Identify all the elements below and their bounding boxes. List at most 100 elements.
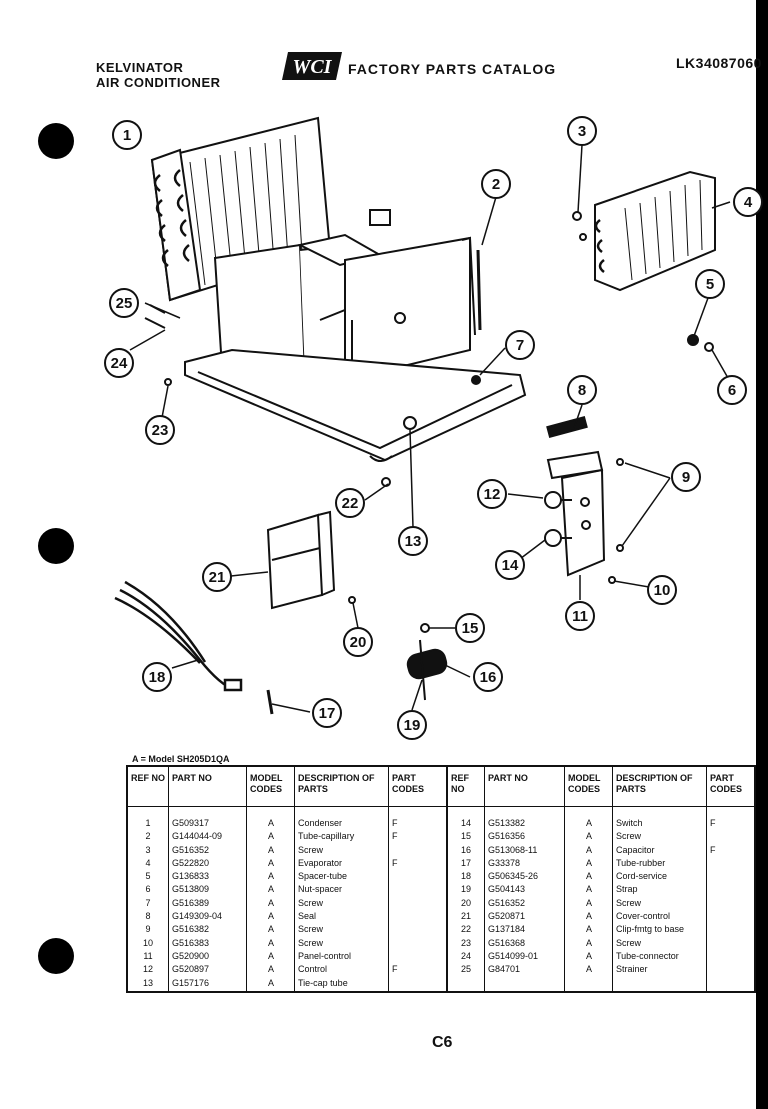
table-cell: Tube-capillary — [298, 831, 355, 842]
table-cell: G516356 — [488, 831, 526, 842]
table-cell: Clip-fmtg to base — [616, 924, 685, 935]
logo-text: WCI — [293, 56, 333, 78]
table-cell: 12 — [142, 964, 153, 975]
description-header: DESCRIPTION OF PARTS — [613, 767, 707, 807]
table-cell: Screw — [298, 924, 324, 935]
table-cell: A — [585, 831, 592, 842]
table-cell: G516382 — [172, 924, 210, 935]
table-cell: Screw — [616, 831, 642, 842]
table-cell: A — [267, 884, 274, 895]
table-cell — [392, 923, 444, 936]
description-header: DESCRIPTION OF PARTS — [295, 767, 389, 807]
table-cell: Screw — [298, 897, 324, 908]
callout-label: 14 — [502, 557, 519, 574]
table-cell — [710, 923, 752, 936]
table-cell: G509317 — [172, 818, 210, 828]
callout-label: 15 — [462, 620, 479, 637]
capacitor-drawing — [406, 639, 448, 701]
table-cell — [710, 937, 752, 950]
callout-label: 3 — [578, 123, 586, 140]
table-cell: F — [392, 831, 398, 842]
service-cord-drawing — [114, 580, 243, 692]
table-cell: Tube-connector — [616, 950, 679, 961]
control-panel-drawing — [544, 416, 606, 577]
callout-label: 12 — [484, 486, 501, 503]
ref-header: REF NO — [128, 767, 168, 807]
table-cell: 16 — [460, 844, 471, 855]
brand-block: KELVINATOR AIR CONDITIONER — [96, 60, 221, 90]
table-cell: A — [267, 950, 274, 961]
model-note: A = Model SH205D1QA — [132, 754, 230, 764]
table-cell: 18 — [460, 871, 471, 882]
table-cell — [392, 883, 444, 896]
table-cell: A — [267, 871, 274, 882]
table-cell: G516352 — [172, 844, 210, 855]
catalog-title: FACTORY PARTS CATALOG — [348, 61, 557, 77]
callout-label: 22 — [342, 495, 359, 512]
table-cell: A — [267, 977, 274, 988]
table-cell: 15 — [460, 831, 471, 842]
punch-hole — [38, 123, 74, 159]
table-cell: A — [267, 897, 274, 908]
table-cell: G506345-26 — [488, 871, 539, 882]
table-cell: 11 — [143, 950, 153, 961]
table-cell: G149309-04 — [172, 911, 223, 922]
base-pan-drawing — [184, 348, 527, 462]
table-cell: F — [392, 857, 398, 868]
callout-label: 7 — [516, 337, 524, 354]
table-cell: G520897 — [172, 964, 210, 975]
callout-label: 13 — [405, 533, 422, 550]
table-cell: Tube-rubber — [616, 857, 666, 868]
table-cell — [710, 897, 752, 910]
model-header: MODEL CODES — [565, 767, 613, 807]
brand-name: KELVINATOR — [96, 60, 184, 75]
callout-label: 4 — [744, 194, 753, 211]
table-cell: Screw — [298, 937, 324, 948]
table-cell: Panel-control — [298, 950, 352, 961]
table-cell: F — [392, 964, 398, 975]
table-cell: Screw — [298, 844, 324, 855]
table-cell — [392, 977, 444, 990]
table-cell: G516383 — [172, 937, 210, 948]
code-header: PART CODES — [707, 767, 755, 807]
table-cell: 3 — [145, 844, 151, 855]
table-cell: 22 — [460, 924, 471, 935]
table-cell — [710, 883, 752, 896]
table-cell: G33378 — [488, 857, 521, 868]
table-cell: Spacer-tube — [298, 871, 348, 882]
table-cell: G513809 — [172, 884, 210, 895]
table-cell: Cord-service — [616, 871, 668, 882]
table-cell — [710, 950, 752, 963]
table-cell: G522820 — [172, 857, 210, 868]
table-cell: 23 — [460, 937, 471, 948]
table-cell: G157176 — [172, 977, 210, 988]
page-number: C6 — [432, 1034, 453, 1051]
product-line: AIR CONDITIONER — [96, 75, 221, 90]
table-cell: 2 — [145, 831, 151, 842]
table-cell: Nut-spacer — [298, 884, 343, 895]
part-header: PART NO — [485, 767, 565, 807]
table-cell: A — [585, 871, 592, 882]
table-cell: A — [585, 950, 592, 961]
table-cell: 25 — [460, 964, 471, 975]
table-cell: A — [267, 844, 274, 855]
table-cell: G136833 — [172, 871, 210, 882]
callout-label: 17 — [319, 705, 336, 722]
table-cell: Screw — [616, 897, 642, 908]
callout-label: 21 — [209, 569, 226, 586]
table-cell: Capacitor — [616, 844, 655, 855]
table-cell: A — [267, 924, 274, 935]
table-cell: 21 — [460, 911, 471, 922]
table-cell: Condenser — [298, 818, 343, 828]
callout-label: 9 — [682, 469, 690, 486]
